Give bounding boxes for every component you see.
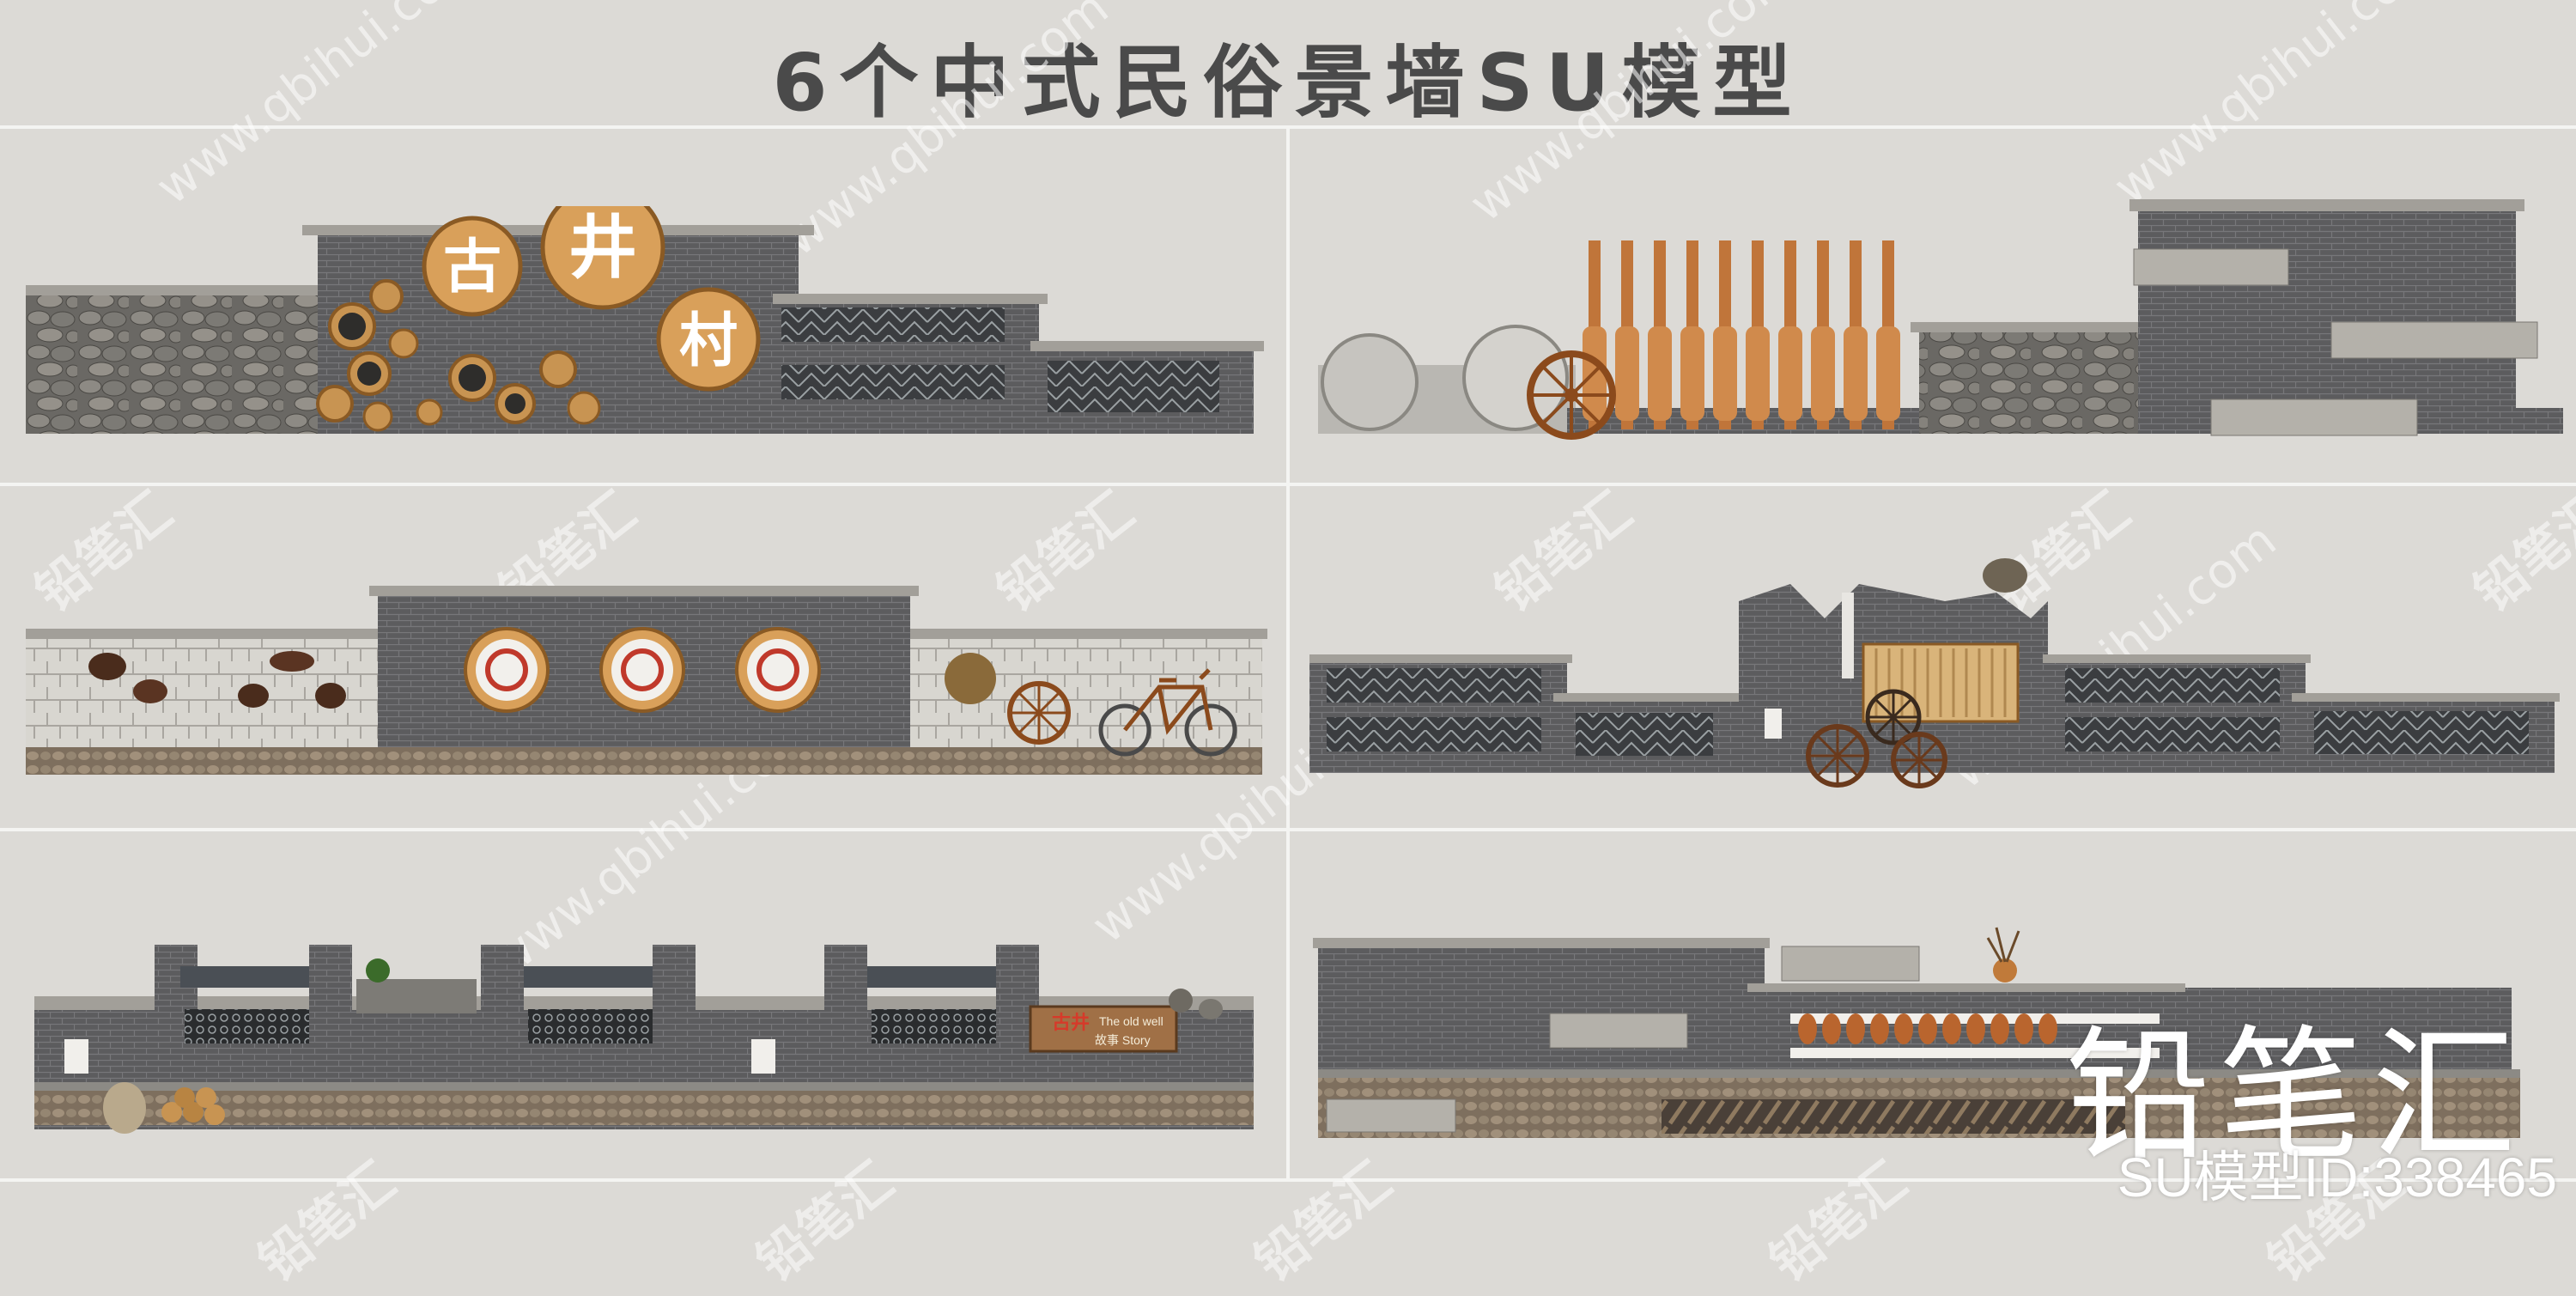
wooden-paddles — [1583, 240, 1900, 429]
grain-sack — [103, 1082, 146, 1134]
pottery-row — [1798, 1013, 2057, 1044]
round-sign-1: 古 — [422, 216, 523, 317]
clay-pot — [1983, 558, 2027, 593]
clay-jar — [270, 651, 314, 672]
wooden-sign: 古井 The old well 故事 Story — [1029, 1005, 1178, 1053]
brand-logo-text: 铅笔汇 — [2066, 1012, 2524, 1180]
sign-char-2: 井 — [568, 208, 637, 288]
millstone — [1462, 325, 1569, 431]
sign-story: 故事 Story — [1095, 1033, 1151, 1047]
papercut-medallion — [599, 627, 685, 713]
wall-model-3-drawing — [26, 586, 1267, 775]
clay-jar — [315, 683, 346, 709]
watermark-cn: 铅笔汇 — [247, 1151, 407, 1294]
dry-branches — [1986, 927, 2020, 963]
wall-model-2-drawing — [1318, 199, 2563, 440]
sign-title: 古井 — [1052, 1012, 1090, 1034]
watermark-cn: 铅笔汇 — [745, 1151, 905, 1294]
page-title: 6个中式民俗景墙SU模型 — [772, 37, 1804, 129]
wall-model-5: 古井 The old well 故事 Story — [26, 928, 1271, 1151]
plant — [366, 958, 390, 983]
clay-jar — [133, 679, 167, 703]
wagon-wheel — [1806, 724, 1869, 788]
wall-model-3 — [26, 584, 1271, 790]
wagon-wheel — [1865, 689, 1922, 745]
millstone — [1321, 333, 1419, 431]
sign-char-1: 古 — [443, 234, 501, 301]
watermark-cn: 铅笔汇 — [1759, 1151, 1918, 1294]
clay-jar — [88, 653, 126, 680]
sign-subtitle: The old well — [1099, 1014, 1163, 1028]
bicycle — [1098, 668, 1237, 757]
vase — [1993, 958, 2017, 983]
wagon-wheel — [1527, 350, 1616, 440]
wall-model-6 — [1309, 893, 2563, 1151]
wagon-wheel — [1891, 732, 1947, 788]
sign-char-3: 村 — [679, 307, 738, 375]
model-id: SU模型ID:338465 — [2117, 1147, 2557, 1208]
wall-model-4 — [1309, 550, 2563, 790]
wall-model-5-drawing: 古井 The old well 故事 Story — [34, 945, 1254, 1134]
woven-hat — [945, 653, 996, 704]
firewood-pile — [161, 1087, 225, 1125]
wall-model-1-drawing: 古 井 村 — [26, 206, 1264, 434]
round-sign-3: 村 — [656, 287, 761, 392]
wall-model-6-drawing — [1313, 927, 2520, 1138]
wood-log-cluster — [316, 279, 601, 432]
watermark-cn: 铅笔汇 — [1243, 1151, 1403, 1294]
round-sign-2: 井 — [540, 206, 665, 310]
wagon-wheel — [1007, 681, 1071, 745]
clay-jar — [238, 684, 269, 708]
papercut-medallion — [464, 627, 550, 713]
wall-model-1: 古 井 村 — [26, 206, 1271, 447]
wall-model-2 — [1309, 189, 2563, 447]
divider-vertical — [1286, 125, 1290, 1182]
wall-model-4-drawing — [1309, 558, 2560, 788]
papercut-medallion — [735, 627, 821, 713]
